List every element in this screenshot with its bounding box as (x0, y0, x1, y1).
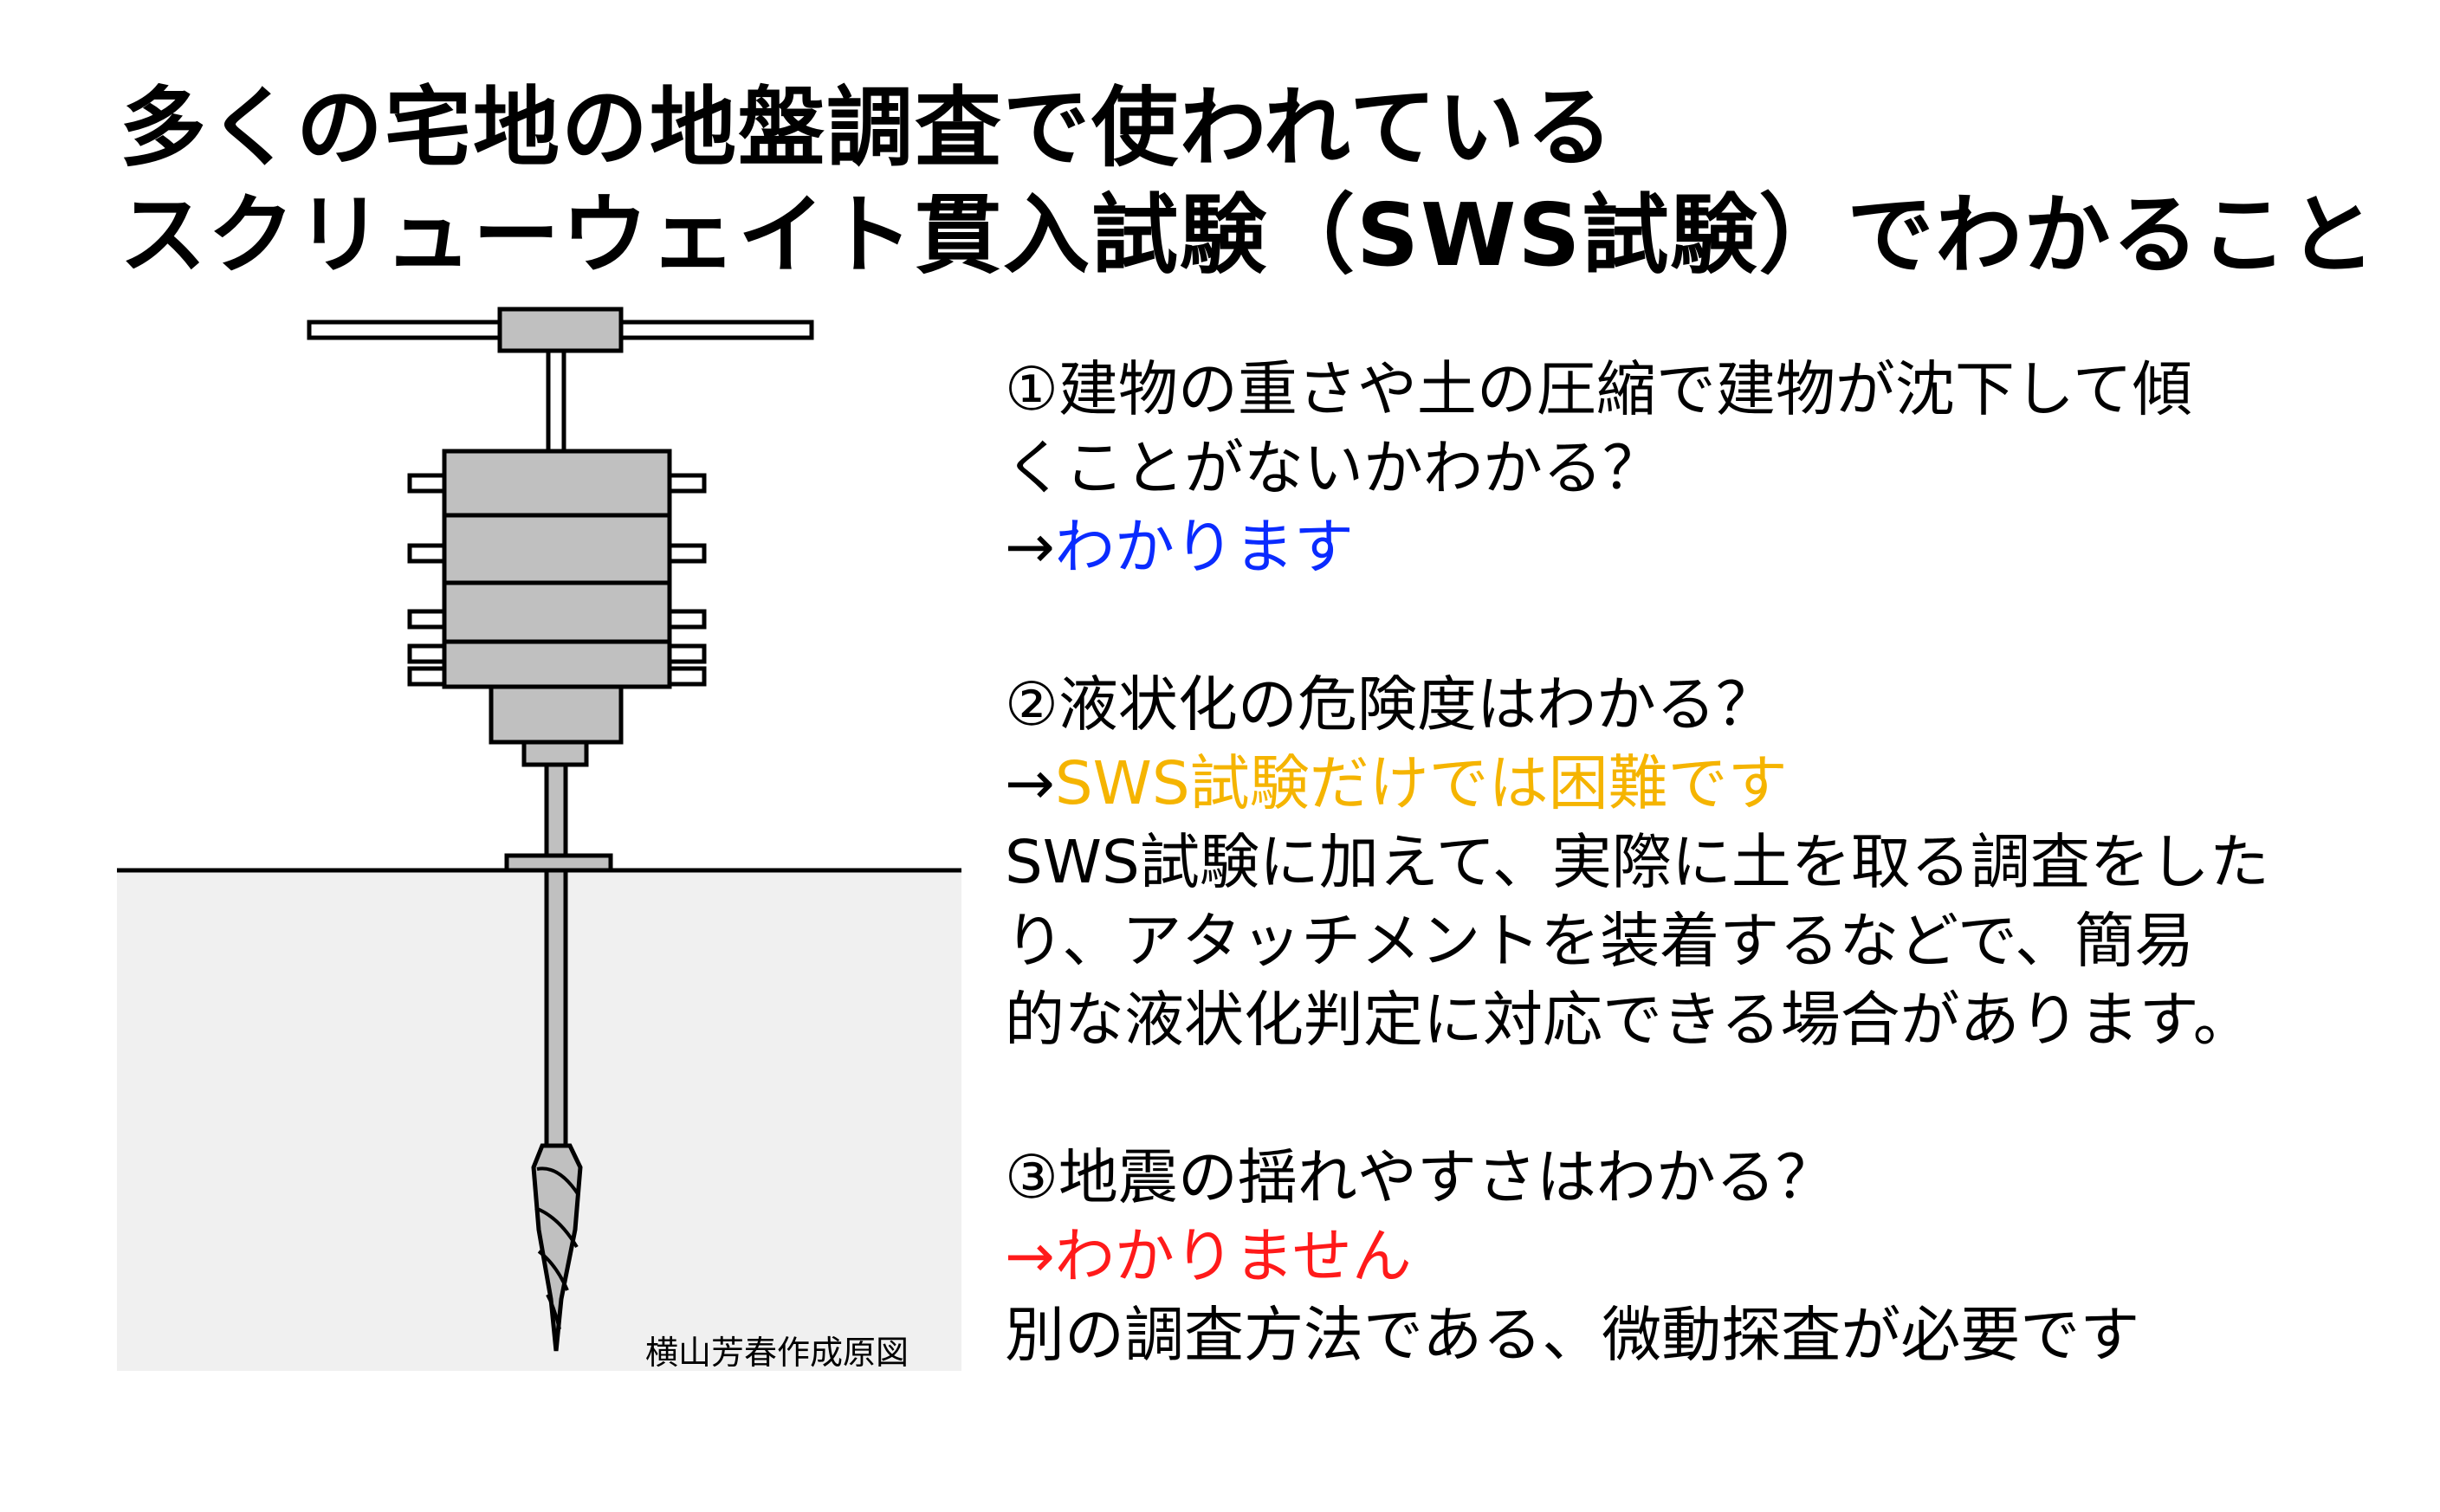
upper-rod (546, 348, 566, 454)
weight-lug (667, 666, 707, 687)
weight-lug (667, 643, 707, 664)
weight-lug (407, 609, 447, 630)
question-1-line-1: ①建物の重さや土の圧縮で建物が沈下して傾 (1005, 355, 2192, 424)
guide-plate (504, 853, 613, 873)
answer-arrow: → (1005, 513, 1055, 582)
title-line-2: スクリューウェイト貫入試験（SWS試験）でわかること (120, 184, 2378, 286)
answer-1-text: わかります (1054, 513, 1354, 582)
weight-1 (442, 449, 672, 518)
answer-2-detail-2: り、アタッチメントを装着するなどで、簡易 (1005, 907, 2195, 976)
answer-3-detail-1: 別の調査方法である、微動探査が必要です (1005, 1301, 2140, 1370)
question-2-line-1: ②液状化の危険度はわかる？ (1005, 670, 1776, 740)
spacer (1005, 587, 2408, 666)
handle-hub (497, 307, 624, 353)
answer-2-text: SWS試験だけでは困難です (1054, 749, 1788, 818)
weight-4 (442, 639, 672, 689)
answer-3-text: わかりません (1054, 1222, 1412, 1291)
figure-credit: 横山芳春作成原図 (645, 1334, 909, 1372)
weight-lug (407, 473, 447, 494)
clamp-neck (521, 740, 589, 767)
weight-lug (407, 666, 447, 687)
screw-thread (534, 1206, 579, 1249)
weight-lug (667, 543, 707, 564)
answer-2: →SWS試験だけでは困難です (1005, 745, 2408, 824)
answer-arrow: → (1005, 749, 1055, 818)
weight-lug (667, 609, 707, 630)
weight-2 (442, 513, 672, 585)
clamp-body (489, 684, 624, 745)
question-1-line-2: くことがないかわかる？ (1005, 434, 1662, 503)
answer-1: →わかります (1005, 508, 2408, 587)
title-line-1: 多くの宅地の地盤調査で使われている (120, 77, 1615, 178)
answer-3-arrow: → (1005, 1222, 1055, 1291)
ground (117, 870, 961, 1371)
weight-3 (442, 580, 672, 644)
answer-3: →わかりません (1005, 1218, 2408, 1296)
screw-thread (537, 1250, 569, 1291)
answer-2-detail-1: SWS試験に加えて、実際に土を取る調査をした (1005, 828, 2269, 897)
weight-lug (407, 543, 447, 564)
weight-lug (407, 643, 447, 664)
spacer (1005, 1060, 2408, 1139)
question-3-line-1: ③地震の揺れやすさはわかる？ (1005, 1143, 1835, 1212)
qa-list: ①建物の重さや土の圧縮で建物が沈下して傾 くことがないかわかる？ →わかります … (1005, 351, 2408, 1375)
main-rod (544, 762, 568, 1148)
page-title: 多くの宅地の地盤調査で使われている スクリューウェイト貫入試験（SWS試験）でわ… (120, 74, 2378, 289)
screw-thread (546, 1294, 561, 1330)
weight-lug (667, 473, 707, 494)
screw-thread (536, 1166, 580, 1197)
answer-2-detail-3: 的な液状化判定に対応できる場合があります。 (1005, 985, 2253, 1055)
